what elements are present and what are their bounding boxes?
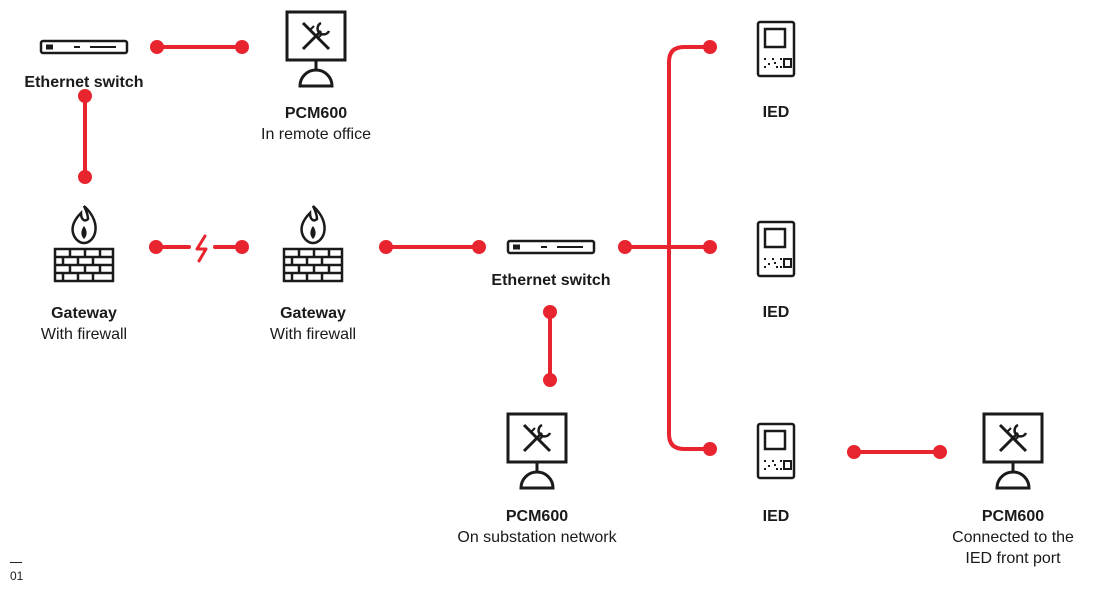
- endpoint-dot: [933, 445, 947, 459]
- node-title: Ethernet switch: [491, 272, 611, 289]
- node-label-switch-top: Ethernet switch: [0, 72, 168, 93]
- endpoint-dot: [78, 89, 92, 103]
- pcm600-monitor-icon: [506, 412, 568, 490]
- endpoint-dot: [379, 240, 393, 254]
- link-bus-to-ied-bottom: [667, 245, 712, 451]
- endpoint-dot: [235, 40, 249, 54]
- node-title: Gateway: [280, 305, 346, 322]
- link-endpoints: [78, 40, 947, 459]
- endpoint-dot: [543, 373, 557, 387]
- node-title: PCM600: [505, 508, 569, 525]
- pcm600-monitor-icon: [285, 10, 347, 88]
- endpoint-dot: [703, 40, 717, 54]
- node-title: PCM600: [981, 508, 1045, 525]
- ethernet-switch-icon: [506, 239, 596, 255]
- figure-number: 01: [10, 562, 23, 583]
- node-subtitle: With firewall: [269, 326, 357, 343]
- node-title: IED: [762, 508, 790, 525]
- node-subtitle: With firewall: [40, 326, 128, 343]
- endpoint-dot: [472, 240, 486, 254]
- endpoint-dot: [703, 240, 717, 254]
- node-label-pcm-front: PCM600 Connected to the IED front port: [923, 506, 1103, 569]
- endpoint-dot: [78, 170, 92, 184]
- node-title: Gateway: [51, 305, 117, 322]
- ied-device-icon: [756, 220, 796, 278]
- figure-number-dash: [10, 562, 22, 563]
- firewall-icon: [53, 204, 115, 283]
- links: [83, 45, 942, 454]
- node-label-ied-bottom: IED: [736, 506, 816, 527]
- endpoint-dot: [149, 240, 163, 254]
- node-title: PCM600: [284, 105, 348, 122]
- node-label-pcm-remote: PCM600 In remote office: [216, 103, 416, 145]
- link-bus-to-ied-top: [667, 45, 712, 249]
- node-label-ied-top: IED: [736, 102, 816, 123]
- node-label-ied-mid: IED: [736, 302, 816, 323]
- ied-device-icon: [756, 422, 796, 480]
- node-title: IED: [762, 304, 790, 321]
- node-subtitle-line2: IED front port: [965, 550, 1061, 567]
- endpoint-dot: [618, 240, 632, 254]
- ethernet-switch-icon: [39, 39, 129, 55]
- node-subtitle-line1: Connected to the: [952, 529, 1074, 546]
- node-label-switch-main: Ethernet switch: [466, 270, 636, 291]
- node-label-gateway-mid: Gateway With firewall: [233, 303, 393, 345]
- node-label-pcm-substation: PCM600 On substation network: [437, 506, 637, 548]
- endpoint-dot: [235, 240, 249, 254]
- node-subtitle: In remote office: [261, 126, 371, 143]
- node-title: Ethernet switch: [24, 74, 144, 91]
- ied-device-icon: [756, 20, 796, 78]
- node-title: IED: [762, 104, 790, 121]
- endpoint-dot: [703, 442, 717, 456]
- endpoint-dot: [543, 305, 557, 319]
- node-label-gateway-left: Gateway With firewall: [4, 303, 164, 345]
- endpoint-dot: [150, 40, 164, 54]
- pcm600-monitor-icon: [982, 412, 1044, 490]
- node-subtitle: On substation network: [457, 529, 617, 546]
- firewall-icon: [282, 204, 344, 283]
- endpoint-dot: [847, 445, 861, 459]
- figure-number-text: 01: [10, 569, 24, 583]
- lightning-symbol: [195, 234, 208, 263]
